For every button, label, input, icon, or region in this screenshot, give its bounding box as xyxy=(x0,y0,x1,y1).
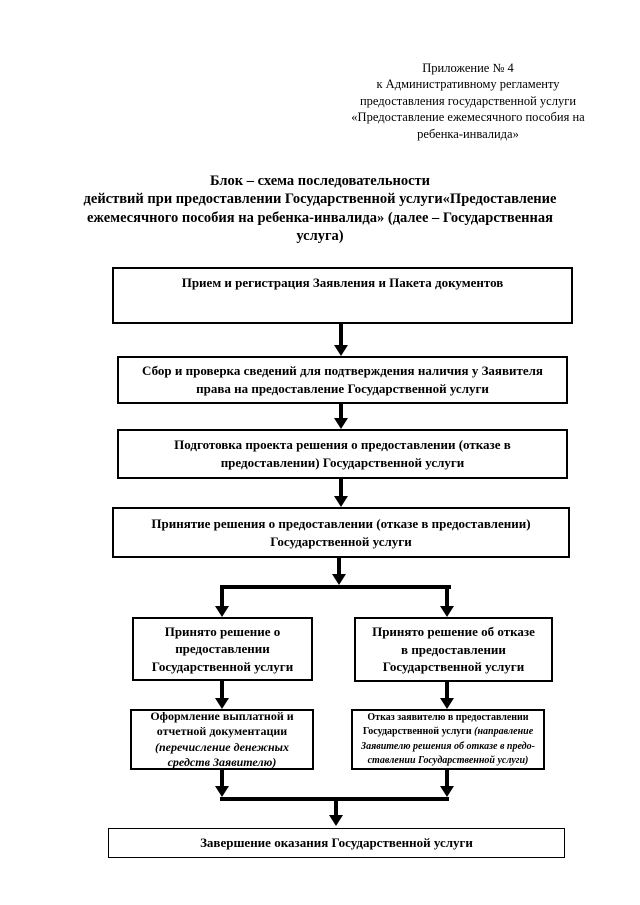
arrowhead-merge-completion xyxy=(329,815,343,826)
flow-box-approved: Принято решение о предоставлении Государ… xyxy=(132,617,313,681)
flow-box-refusal: Отказ заявителю в предоставлении Государ… xyxy=(351,709,545,770)
flow-box-refused: Принято решение об отказе в предоставлен… xyxy=(354,617,553,682)
flow-box-completion-label: Завершение оказания Государственной услу… xyxy=(200,835,473,851)
page-title: Блок – схема последовательности действий… xyxy=(83,173,557,244)
flow-box-reception-label: Прием и регистрация Заявления и Пакета д… xyxy=(181,275,504,290)
arrowhead-payment-merge xyxy=(215,786,229,797)
flow-box-decision: Принятие решения о предоставлении (отказ… xyxy=(112,507,570,558)
arrowhead-refused-refusal xyxy=(440,698,454,709)
arrowhead-refusal-merge xyxy=(440,786,454,797)
flow-box-refused-label: Принято решение об отказе в предоставлен… xyxy=(372,624,535,675)
flow-box-draft-decision: Подготовка проекта решения о предоставле… xyxy=(117,429,568,479)
flow-box-refusal-text: Отказ заявителю в предоставлении Государ… xyxy=(361,711,535,768)
arrow-line-refused-refusal xyxy=(445,682,449,698)
flow-box-payment-main: Оформление выплатной и отчетной документ… xyxy=(150,708,294,739)
flow-box-decision-label: Принятие решения о предоставлении (отказ… xyxy=(151,515,531,549)
merge-horizontal-line xyxy=(220,797,449,801)
flow-box-completion: Завершение оказания Государственной услу… xyxy=(108,828,565,858)
arrowhead-verification-draft xyxy=(334,418,348,429)
arrow-line-payment-merge xyxy=(220,770,224,786)
arrowhead-reception-verification xyxy=(334,345,348,356)
split-horizontal-line xyxy=(220,585,451,589)
flow-box-verification: Сбор и проверка сведений для подтвержден… xyxy=(117,356,568,404)
appendix-header: Приложение № 4 к Административному регла… xyxy=(351,61,585,141)
arrowhead-decision-split xyxy=(332,574,346,585)
arrowhead-split-refused xyxy=(440,606,454,617)
arrow-line-split-refused xyxy=(445,589,449,606)
arrow-line-reception-verification xyxy=(339,324,343,345)
arrow-line-verification-draft xyxy=(339,404,343,418)
arrow-line-decision-split xyxy=(337,558,341,574)
arrow-line-merge-completion xyxy=(334,801,338,815)
flow-box-approved-label: Принято решение о предоставлении Государ… xyxy=(151,623,294,674)
flow-box-reception: Прием и регистрация Заявления и Пакета д… xyxy=(112,267,573,324)
flow-box-refusal-note: (направление Заявителю решения об отказе… xyxy=(361,726,535,766)
arrowhead-split-approved xyxy=(215,606,229,617)
flow-box-payment-text: Оформление выплатной и отчетной документ… xyxy=(150,709,293,770)
arrow-line-refusal-merge xyxy=(445,770,449,786)
arrowhead-approved-payment xyxy=(215,698,229,709)
arrowhead-draft-decision xyxy=(334,496,348,507)
arrow-line-draft-decision xyxy=(339,479,343,496)
arrow-line-approved-payment xyxy=(220,681,224,698)
flow-box-payment: Оформление выплатной и отчетной документ… xyxy=(130,709,314,770)
flow-box-refusal-main: Отказ заявителю в предоставлении Государ… xyxy=(362,711,529,738)
flow-box-verification-label: Сбор и проверка сведений для подтвержден… xyxy=(142,363,543,396)
arrow-line-split-approved xyxy=(220,589,224,606)
flow-box-draft-decision-label: Подготовка проекта решения о предоставле… xyxy=(174,437,511,470)
flow-box-payment-note: (перечисление денежных средств Заявителю… xyxy=(155,739,289,769)
